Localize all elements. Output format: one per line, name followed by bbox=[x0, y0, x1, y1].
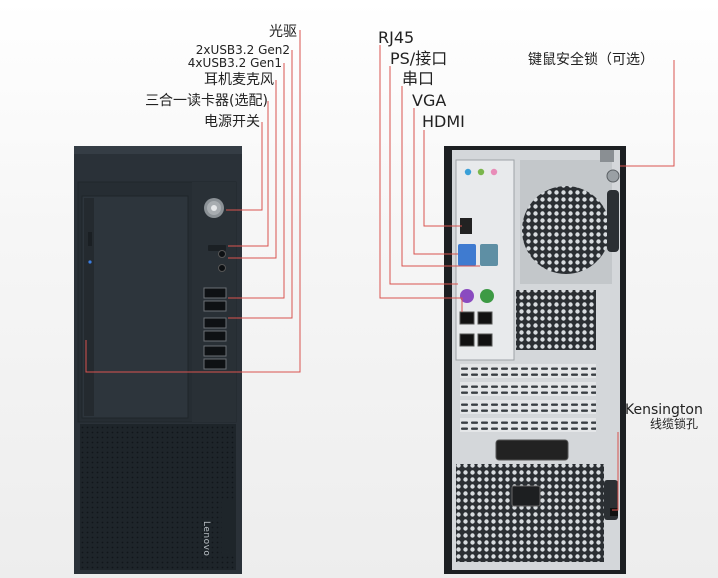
leader-card-reader bbox=[228, 101, 269, 247]
lenovo-logo: Lenovo bbox=[201, 521, 211, 557]
label-hdmi: HDMI bbox=[422, 112, 465, 131]
leader-hdmi bbox=[423, 130, 462, 227]
label-optical-drive: 光驱 bbox=[269, 24, 297, 40]
label-power-switch: 电源开关 bbox=[204, 114, 260, 130]
rear-tower bbox=[444, 146, 626, 574]
label-usb-gen1: 4xUSB3.2 Gen1 bbox=[187, 56, 282, 70]
label-rj45: RJ45 bbox=[378, 28, 415, 47]
label-vga: VGA bbox=[412, 91, 447, 110]
label-keyboard-lock: 键鼠安全锁（可选） bbox=[528, 52, 654, 68]
leader-usb-gen1 bbox=[228, 63, 285, 299]
label-kensington-hole: 线缆锁孔 bbox=[650, 417, 699, 431]
leader-serial bbox=[401, 86, 480, 267]
leader-keyboard-lock bbox=[620, 60, 675, 167]
label-headset-mic: 耳机麦克风 bbox=[204, 72, 274, 88]
leader-vga bbox=[413, 108, 458, 255]
front-tower bbox=[74, 146, 242, 574]
leader-rj45 bbox=[379, 45, 463, 312]
label-ps2: PS/接口 bbox=[390, 49, 448, 68]
label-kensington: Kensington bbox=[625, 402, 703, 418]
front-leader-lines bbox=[85, 30, 301, 373]
leader-usb-gen2 bbox=[228, 50, 293, 319]
leader-kensington bbox=[612, 432, 619, 511]
label-usb-gen2: 2xUSB3.2 Gen2 bbox=[195, 43, 290, 57]
leader-headset-mic bbox=[228, 80, 277, 259]
leader-ps2 bbox=[389, 66, 458, 285]
label-card-reader: 三合一读卡器(选配) bbox=[145, 93, 268, 109]
rear-leader-lines bbox=[379, 45, 675, 511]
leader-power-switch bbox=[226, 122, 263, 211]
leader-optical-drive bbox=[85, 30, 301, 373]
label-serial: 串口 bbox=[402, 69, 435, 88]
